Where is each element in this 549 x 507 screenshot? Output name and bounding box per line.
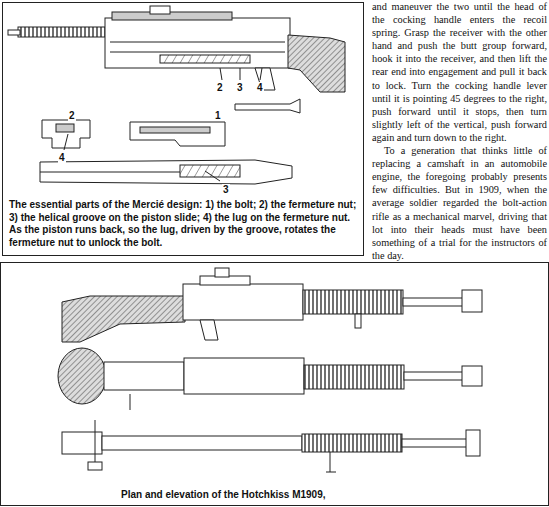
callout-number: 1 bbox=[214, 110, 222, 121]
callout-number: 3 bbox=[222, 184, 230, 195]
callout-number: 4 bbox=[58, 152, 66, 163]
figure-caption: The essential parts of the Mercié design… bbox=[9, 199, 359, 249]
body-paragraph: and maneuver the two until the head of t… bbox=[372, 0, 547, 144]
callout-number: 2 bbox=[216, 82, 224, 93]
callout-number: 4 bbox=[256, 82, 264, 93]
body-paragraph: To a generation that thinks little of re… bbox=[372, 144, 547, 262]
figure-box: The essential parts of the Mercié design… bbox=[2, 2, 364, 256]
callout-number: 2 bbox=[68, 110, 76, 121]
figure-box: Plan and elevation of the Hotchkiss M190… bbox=[0, 262, 549, 506]
figure-caption: Plan and elevation of the Hotchkiss M190… bbox=[121, 489, 521, 502]
callout-number: 3 bbox=[236, 82, 244, 93]
